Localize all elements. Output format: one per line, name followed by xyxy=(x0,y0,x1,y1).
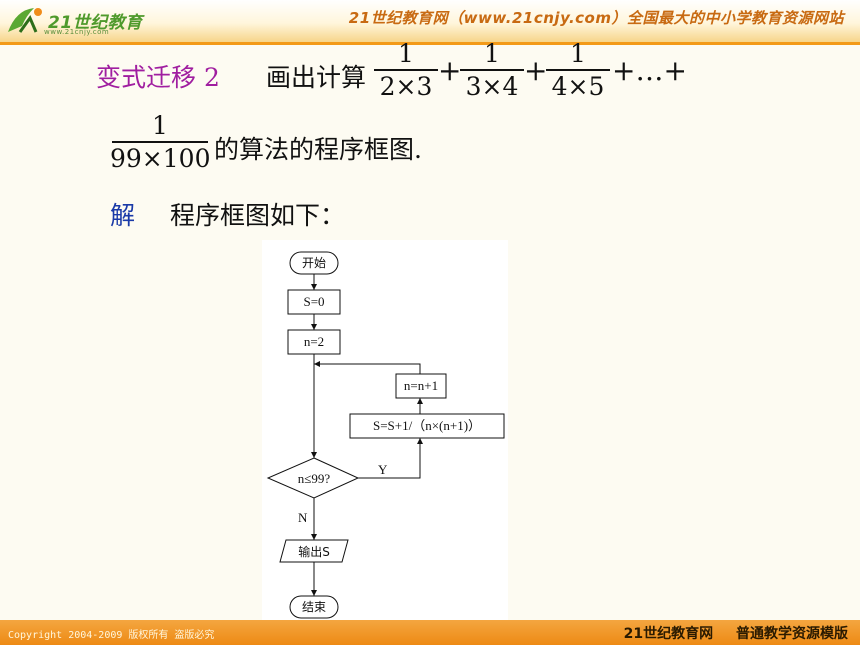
fraction-3: 1 4×5 xyxy=(544,40,612,102)
flowchart: 开始 S=0 n=2 n≤99? Y N S=S+1/（n×(n+1)） n=n… xyxy=(262,240,508,622)
problem-label: 变式迁移 2 xyxy=(96,63,220,92)
logo-url: www.21cnjy.com xyxy=(44,28,110,36)
condition-label: n≤99? xyxy=(298,471,331,486)
footer-template: 普通教学资源模版 xyxy=(736,626,848,642)
footer-bar: Copyright 2004-2009 版权所有 盗版必究 21世纪教育网 普通… xyxy=(0,620,860,645)
output-parallelogram xyxy=(279,539,349,563)
logo-icon xyxy=(8,8,42,33)
init-n-label: n=2 xyxy=(304,334,324,349)
update-n-box xyxy=(395,373,447,399)
plus-sign: + xyxy=(524,54,548,87)
fraction-bar xyxy=(546,69,610,71)
update-s-label: S=S+1/（n×(n+1)） xyxy=(373,418,481,433)
flowchart-svg: 开始 S=0 n=2 n≤99? Y N S=S+1/（n×(n+1)） n=n… xyxy=(266,251,505,619)
no-label: N xyxy=(298,510,308,525)
init-s-label: S=0 xyxy=(303,294,324,309)
fraction-1: 1 2×3 xyxy=(372,40,440,102)
footer-site-info: 21世纪教育网 普通教学资源模版 xyxy=(624,623,848,643)
header-divider xyxy=(0,42,860,45)
problem-intro: 画出计算 xyxy=(266,63,367,92)
problem-line-1: 变式迁移 2 画出计算 1 2×3 + 1 3×4 + 1 4×5 +…+ xyxy=(96,38,816,108)
yes-label: Y xyxy=(378,462,388,477)
ellipsis-sum: +…+ xyxy=(612,54,687,87)
solution-text: 程序框图如下： xyxy=(170,201,346,230)
end-label: 结束 xyxy=(302,600,326,614)
problem-tail: 的算法的程序框图. xyxy=(214,135,422,164)
end-terminal xyxy=(289,595,339,619)
fraction-3-numerator: 1 xyxy=(570,39,586,68)
fraction-2: 1 3×4 xyxy=(458,40,526,102)
loop-back-arrow xyxy=(314,361,421,374)
header-bar: 21世纪教育 www.21cnjy.com 21世纪教育网（www.21cnjy… xyxy=(0,0,860,42)
footer-site: 21世纪教育网 xyxy=(623,626,714,642)
footer-copyright: Copyright 2004-2009 版权所有 盗版必究 xyxy=(8,630,215,641)
start-label: 开始 xyxy=(302,256,326,270)
fraction-2-denominator: 3×4 xyxy=(465,72,519,101)
yes-arrow xyxy=(358,438,423,479)
fraction-last-numerator: 1 xyxy=(152,111,168,140)
fraction-1-denominator: 2×3 xyxy=(379,72,433,101)
solution-label: 解 xyxy=(110,201,136,230)
logo: 21世纪教育 www.21cnjy.com xyxy=(4,2,144,40)
update-n-label: n=n+1 xyxy=(404,378,438,393)
site-slogan: 21世纪教育网（www.21cnjy.com）全国最大的中小学教育资源网站 xyxy=(348,9,844,27)
logo-text: 21世纪教育 xyxy=(48,13,143,33)
plus-sign: + xyxy=(438,54,462,87)
fraction-last: 1 99×100 xyxy=(110,112,210,174)
fraction-bar xyxy=(460,69,524,71)
output-label: 输出S xyxy=(298,544,330,559)
fraction-bar xyxy=(112,141,208,143)
fraction-3-denominator: 4×5 xyxy=(551,72,605,101)
fraction-last-denominator: 99×100 xyxy=(110,144,211,173)
fraction-bar xyxy=(374,69,438,71)
fraction-2-numerator: 1 xyxy=(484,39,500,68)
fraction-1-numerator: 1 xyxy=(398,39,414,68)
update-s-box xyxy=(349,413,505,439)
